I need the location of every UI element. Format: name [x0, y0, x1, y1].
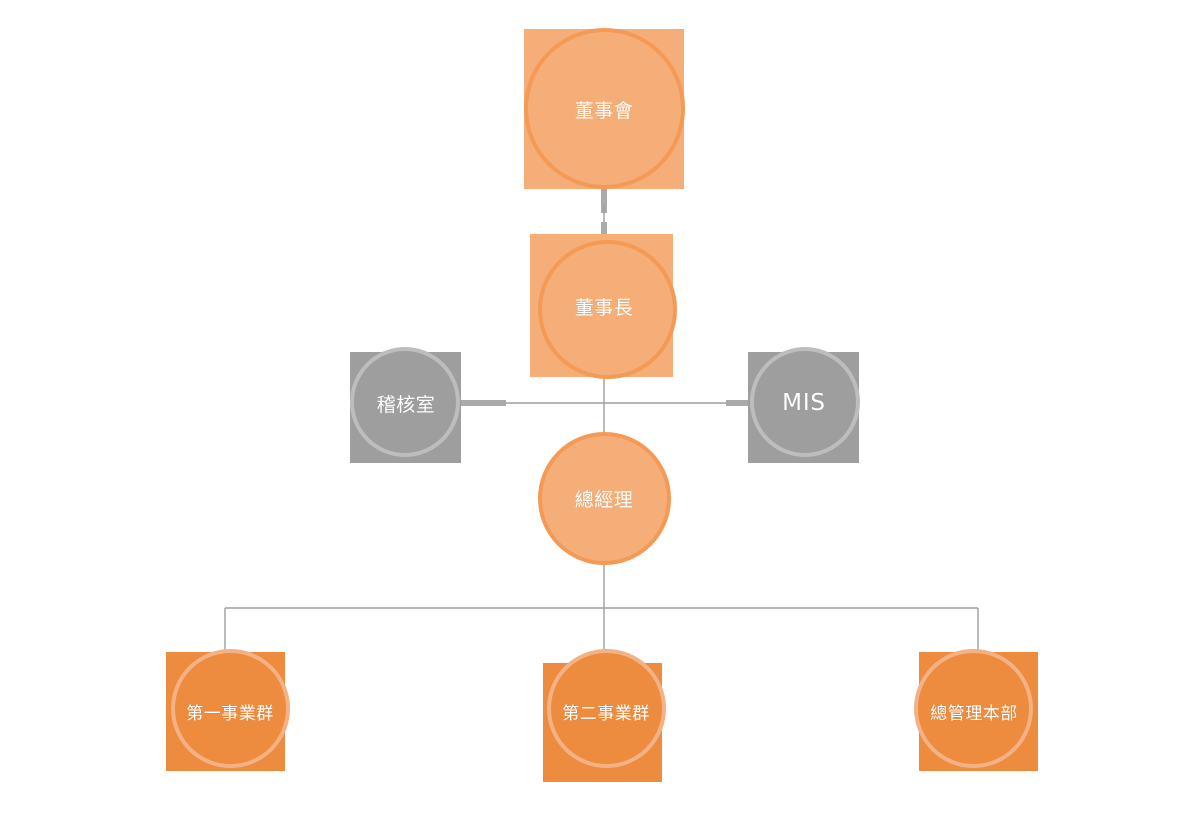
node-bu2-label: 第二事業群 — [562, 704, 650, 724]
node-mis-circle — [750, 347, 860, 457]
node-mis-label: MIS — [782, 390, 826, 416]
org-node-gm[interactable]: 總經理 — [524, 418, 684, 578]
node-gm-label: 總經理 — [574, 488, 634, 511]
node-bu1-circle — [171, 649, 290, 768]
node-gm-circle — [538, 432, 671, 565]
node-hq-circle — [914, 649, 1033, 768]
org-node-hq[interactable]: 總管理本部 — [908, 638, 1048, 778]
org-node-mis[interactable]: MIS — [734, 333, 874, 473]
node-chairman-circle — [538, 240, 677, 379]
node-hq-label: 總管理本部 — [930, 704, 1018, 724]
node-chairman-label: 董事長 — [574, 296, 634, 319]
node-bu1-label: 第一事業群 — [186, 704, 274, 724]
node-bu2-circle — [547, 649, 666, 768]
node-audit-circle — [350, 347, 460, 457]
org-node-chairman[interactable]: 董事長 — [504, 206, 704, 406]
org-node-bu1[interactable]: 第一事業群 — [155, 638, 295, 778]
org-node-audit[interactable]: 稽核室 — [336, 333, 476, 473]
org-node-board[interactable]: 董事會 — [504, 9, 704, 209]
node-audit-label: 稽核室 — [376, 393, 436, 416]
node-board-circle — [524, 28, 685, 189]
node-board-label: 董事會 — [574, 99, 634, 122]
org-node-bu2[interactable]: 第二事業群 — [534, 638, 674, 782]
